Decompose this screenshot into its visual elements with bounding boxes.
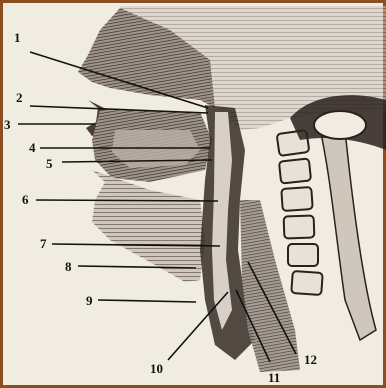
leader-line-6 xyxy=(36,200,218,201)
label-8: 8 xyxy=(65,259,72,274)
chin-region xyxy=(92,170,205,282)
label-11: 11 xyxy=(268,370,280,385)
label-10: 10 xyxy=(150,361,163,376)
label-9: 9 xyxy=(86,293,93,308)
cervical-spine xyxy=(277,130,323,295)
label-5: 5 xyxy=(46,156,53,171)
label-7: 7 xyxy=(40,236,47,251)
leader-line-9 xyxy=(98,300,196,302)
label-12: 12 xyxy=(304,352,317,367)
spinal-canal xyxy=(318,120,376,340)
label-6: 6 xyxy=(22,192,29,207)
label-1: 1 xyxy=(14,30,21,45)
tongue-region xyxy=(112,130,200,168)
foramen-outline xyxy=(314,111,366,139)
label-2: 2 xyxy=(16,90,23,105)
label-3: 3 xyxy=(4,117,11,132)
label-4: 4 xyxy=(29,140,36,155)
